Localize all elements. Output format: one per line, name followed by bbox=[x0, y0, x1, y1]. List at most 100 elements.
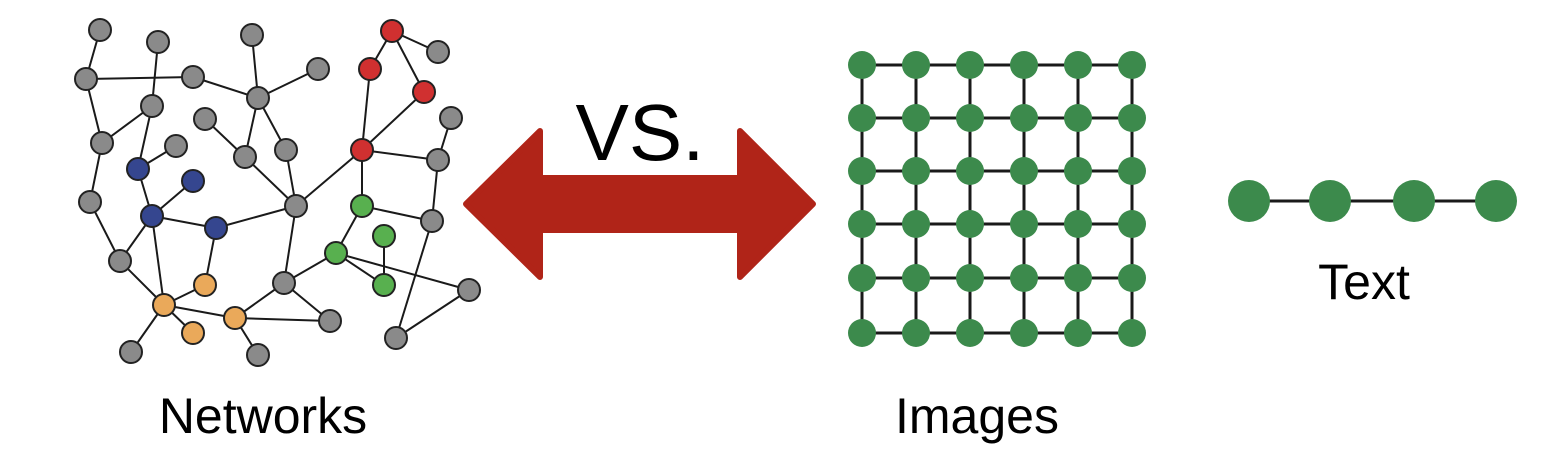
grid-node bbox=[1064, 104, 1092, 132]
network-edges bbox=[85, 29, 470, 356]
network-node bbox=[119, 340, 143, 364]
network-node bbox=[439, 106, 463, 130]
network-node bbox=[204, 216, 228, 240]
network-node bbox=[88, 18, 112, 42]
network-node bbox=[412, 80, 436, 104]
network-edge bbox=[295, 149, 363, 207]
network-edge bbox=[234, 317, 331, 322]
chain-node bbox=[1228, 180, 1270, 222]
network-node bbox=[152, 293, 176, 317]
network-node bbox=[272, 271, 296, 295]
image-grid-edges bbox=[860, 63, 1134, 335]
network-node bbox=[350, 194, 374, 218]
grid-node bbox=[1010, 319, 1038, 347]
network-graph bbox=[74, 18, 481, 367]
network-node bbox=[146, 30, 170, 54]
text-label: Text bbox=[1318, 254, 1410, 310]
network-edge bbox=[395, 289, 470, 339]
grid-node bbox=[1010, 157, 1038, 185]
network-edge bbox=[283, 205, 297, 284]
chain-node bbox=[1393, 180, 1435, 222]
network-node bbox=[126, 157, 150, 181]
network-node bbox=[181, 321, 205, 345]
network-edge bbox=[163, 304, 236, 319]
grid-node bbox=[848, 157, 876, 185]
network-node bbox=[372, 273, 396, 297]
network-node bbox=[246, 343, 270, 367]
network-node bbox=[426, 148, 450, 172]
grid-node bbox=[1010, 264, 1038, 292]
grid-node bbox=[1010, 51, 1038, 79]
grid-node bbox=[956, 264, 984, 292]
grid-node bbox=[1118, 210, 1146, 238]
grid-node bbox=[902, 51, 930, 79]
network-node bbox=[140, 94, 164, 118]
network-node bbox=[140, 204, 164, 228]
network-node bbox=[223, 306, 247, 330]
network-nodes bbox=[74, 18, 481, 367]
grid-node bbox=[1010, 210, 1038, 238]
grid-node bbox=[1118, 319, 1146, 347]
grid-node bbox=[848, 210, 876, 238]
grid-node bbox=[1118, 157, 1146, 185]
network-node bbox=[380, 19, 404, 43]
network-node bbox=[240, 23, 264, 47]
grid-node bbox=[848, 264, 876, 292]
network-edge bbox=[361, 91, 425, 151]
grid-node bbox=[1064, 157, 1092, 185]
network-node bbox=[246, 86, 270, 110]
grid-node bbox=[1064, 210, 1092, 238]
network-edge bbox=[151, 215, 165, 306]
grid-node bbox=[956, 319, 984, 347]
images-label: Images bbox=[895, 388, 1059, 444]
grid-node bbox=[956, 51, 984, 79]
text-chain-graph bbox=[1228, 180, 1517, 222]
network-node bbox=[74, 67, 98, 91]
network-node bbox=[90, 131, 114, 155]
network-node bbox=[384, 326, 408, 350]
network-node bbox=[420, 209, 444, 233]
network-node bbox=[274, 138, 298, 162]
double-arrow-icon bbox=[463, 128, 816, 280]
network-edge bbox=[361, 149, 439, 161]
network-node bbox=[372, 224, 396, 248]
grid-node bbox=[848, 51, 876, 79]
grid-node bbox=[1064, 319, 1092, 347]
chain-node bbox=[1475, 180, 1517, 222]
network-node bbox=[284, 194, 308, 218]
grid-node bbox=[1118, 104, 1146, 132]
network-node bbox=[426, 40, 450, 64]
grid-node bbox=[956, 104, 984, 132]
networks-label: Networks bbox=[159, 388, 367, 444]
grid-node bbox=[902, 264, 930, 292]
grid-node bbox=[902, 104, 930, 132]
network-edge bbox=[335, 252, 470, 291]
grid-node bbox=[956, 210, 984, 238]
network-node bbox=[193, 107, 217, 131]
network-node bbox=[318, 309, 342, 333]
network-node bbox=[78, 190, 102, 214]
network-node bbox=[306, 57, 330, 81]
network-node bbox=[181, 65, 205, 89]
network-node bbox=[164, 134, 188, 158]
grid-node bbox=[1064, 264, 1092, 292]
grid-node bbox=[1118, 264, 1146, 292]
chain-node bbox=[1309, 180, 1351, 222]
grid-node bbox=[902, 157, 930, 185]
grid-node bbox=[902, 319, 930, 347]
network-node bbox=[457, 278, 481, 302]
text-chain-nodes bbox=[1228, 180, 1517, 222]
grid-node bbox=[848, 319, 876, 347]
grid-node bbox=[902, 210, 930, 238]
network-node bbox=[181, 169, 205, 193]
grid-node bbox=[1118, 51, 1146, 79]
grid-node bbox=[956, 157, 984, 185]
grid-node bbox=[848, 104, 876, 132]
network-edge bbox=[361, 68, 371, 151]
network-edge bbox=[85, 76, 194, 80]
network-node bbox=[233, 145, 257, 169]
network-node bbox=[350, 138, 374, 162]
network-node bbox=[108, 249, 132, 273]
